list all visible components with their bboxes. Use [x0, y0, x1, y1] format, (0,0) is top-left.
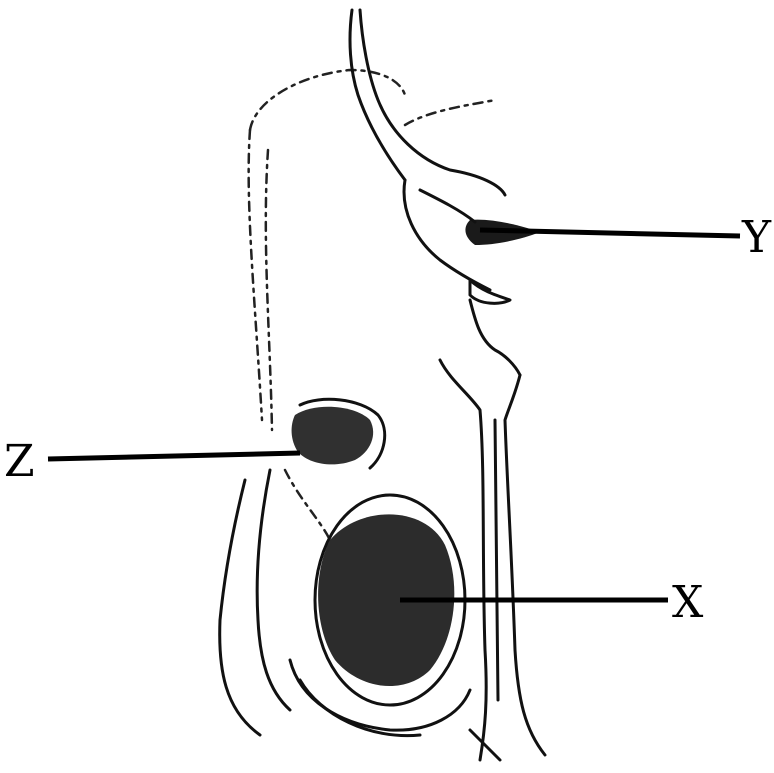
structure-z-fill	[292, 407, 374, 465]
left-cells	[220, 470, 330, 735]
label-z: Z	[4, 436, 35, 487]
structure-x	[290, 495, 470, 736]
structure-z	[292, 399, 385, 468]
right-column	[440, 360, 545, 760]
leader-line-z	[48, 453, 300, 459]
structure-y	[404, 180, 540, 375]
outer-outline	[249, 70, 495, 430]
label-x: X	[672, 577, 704, 628]
label-y: Y	[741, 212, 772, 263]
